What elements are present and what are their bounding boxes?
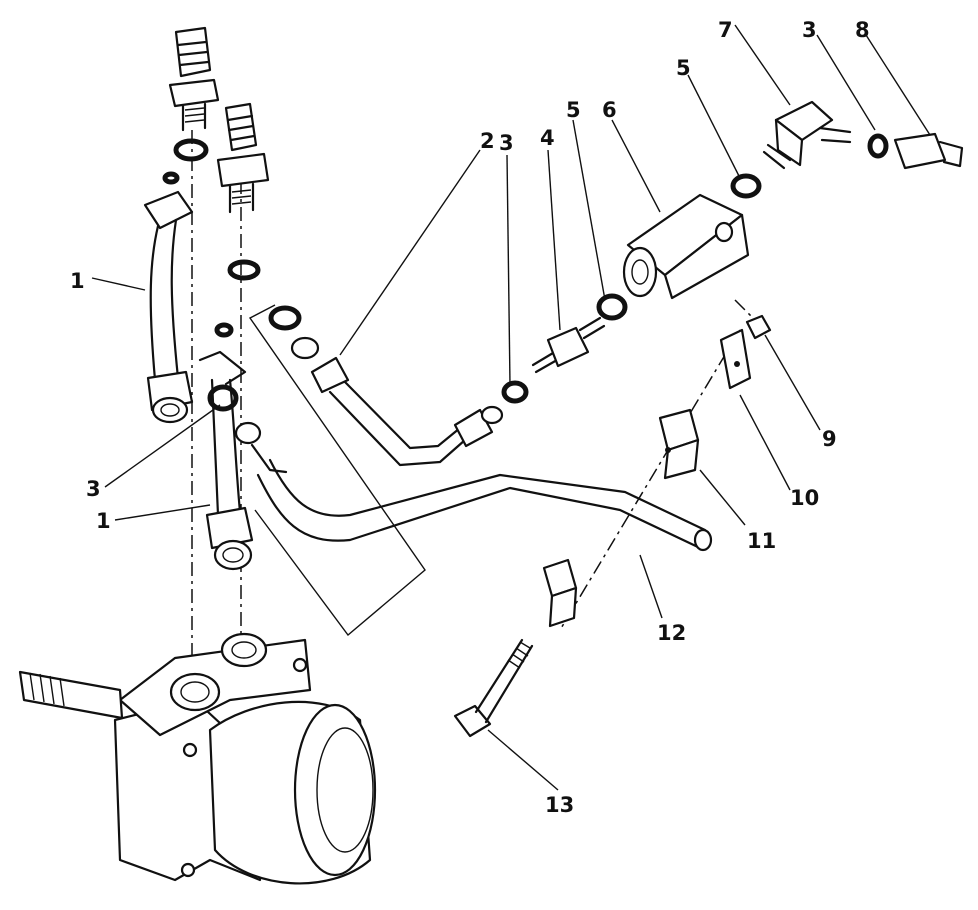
pump-body [18,632,377,885]
bolt-13 [453,638,534,738]
assembly-centerlines [191,130,766,690]
elbow-fitting-7 [762,100,852,170]
callout-2: 2 [480,129,495,153]
callout-10: 10 [790,486,819,510]
left-o-rings [162,138,261,412]
tube-group-bracket [248,304,426,637]
callout-13: 13 [545,793,574,817]
connector-8 [893,132,964,170]
callout-3-center: 3 [499,131,514,155]
callout-labels: 1 1 2 3 3 3 4 5 5 6 7 8 9 10 11 12 13 [70,18,870,817]
callout-12: 12 [657,621,686,645]
tube-1-upper [143,190,194,424]
callout-4: 4 [540,126,555,150]
filter-block-6 [622,193,750,300]
nut-9 [745,314,772,340]
left-lower-fitting [216,102,270,214]
o-ring-3-right [867,133,889,159]
o-ring-5-upper [730,173,762,199]
plate-10 [719,328,752,390]
leader-lines [91,24,931,791]
callout-1-upper: 1 [70,269,85,293]
callout-9: 9 [822,427,837,451]
clamp-lower [542,558,578,628]
callout-1-lower: 1 [96,509,111,533]
callout-7: 7 [718,18,733,42]
left-upper-fitting [168,26,220,132]
callout-3-left: 3 [86,477,101,501]
callout-6: 6 [602,98,617,122]
callout-8: 8 [855,18,870,42]
callout-11: 11 [747,529,776,553]
callout-3-right: 3 [802,18,817,42]
callout-5-center: 5 [566,98,581,122]
tube-12 [234,421,713,552]
center-fittings [501,293,628,404]
tube-2 [268,305,504,467]
callout-5-upper: 5 [676,56,691,80]
clamp-11 [658,408,700,480]
tube-1-lower [198,350,254,571]
